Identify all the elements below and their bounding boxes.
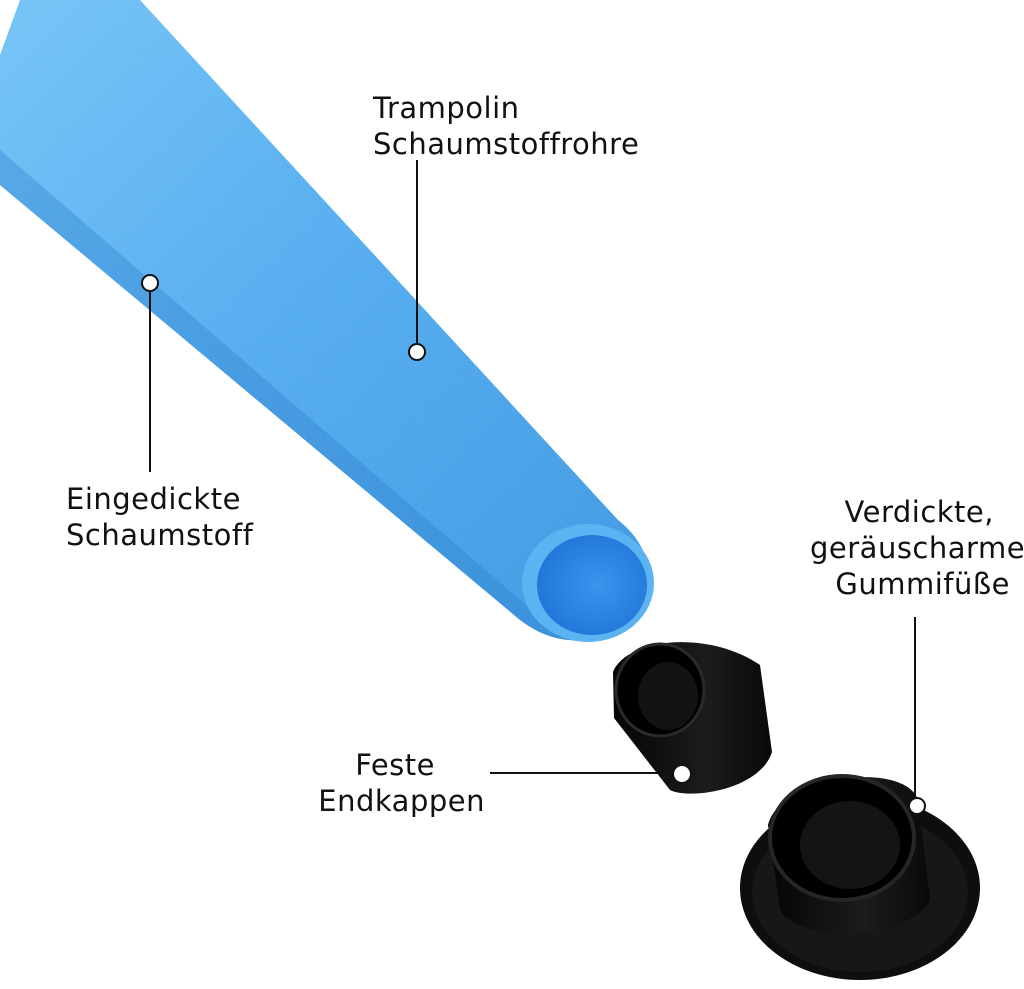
callout-foam-tube-line2: Schaumstoffrohre xyxy=(373,127,640,161)
callout-end-caps-pointer xyxy=(490,764,692,784)
callout-thick-foam-line2: Schaumstoff xyxy=(66,518,254,552)
callout-thick-foam-label: Eingedickte Schaumstoff xyxy=(66,481,253,553)
foam-tube-inner-hole xyxy=(537,535,647,635)
callout-end-caps-line2: Endkappen xyxy=(318,784,485,818)
foam-tube-texture xyxy=(0,0,651,641)
callout-foam-tube-pointer xyxy=(408,160,426,361)
callout-rubber-feet-line2: geräuscharme xyxy=(810,531,1024,565)
callout-thick-foam-pointer xyxy=(141,274,159,472)
callout-rubber-feet-line1: Verdickte, xyxy=(844,495,994,529)
callout-foam-tube-line1: Trampolin xyxy=(373,91,520,125)
callout-end-caps-line1: Feste xyxy=(355,748,435,782)
callout-rubber-feet-line3: Gummifüße xyxy=(835,567,1010,601)
callout-foam-tube-label: Trampolin Schaumstoffrohre xyxy=(373,90,639,162)
callout-rubber-feet-pointer xyxy=(908,617,926,815)
rubber-foot xyxy=(740,774,980,980)
callout-thick-foam-line1: Eingedickte xyxy=(66,482,241,516)
callout-end-caps-label: Feste Endkappen xyxy=(315,747,485,819)
callout-rubber-feet-label: Verdickte, geräuscharme Gummifüße xyxy=(810,494,1024,602)
end-cap xyxy=(613,642,772,794)
foam-tube xyxy=(0,0,654,642)
